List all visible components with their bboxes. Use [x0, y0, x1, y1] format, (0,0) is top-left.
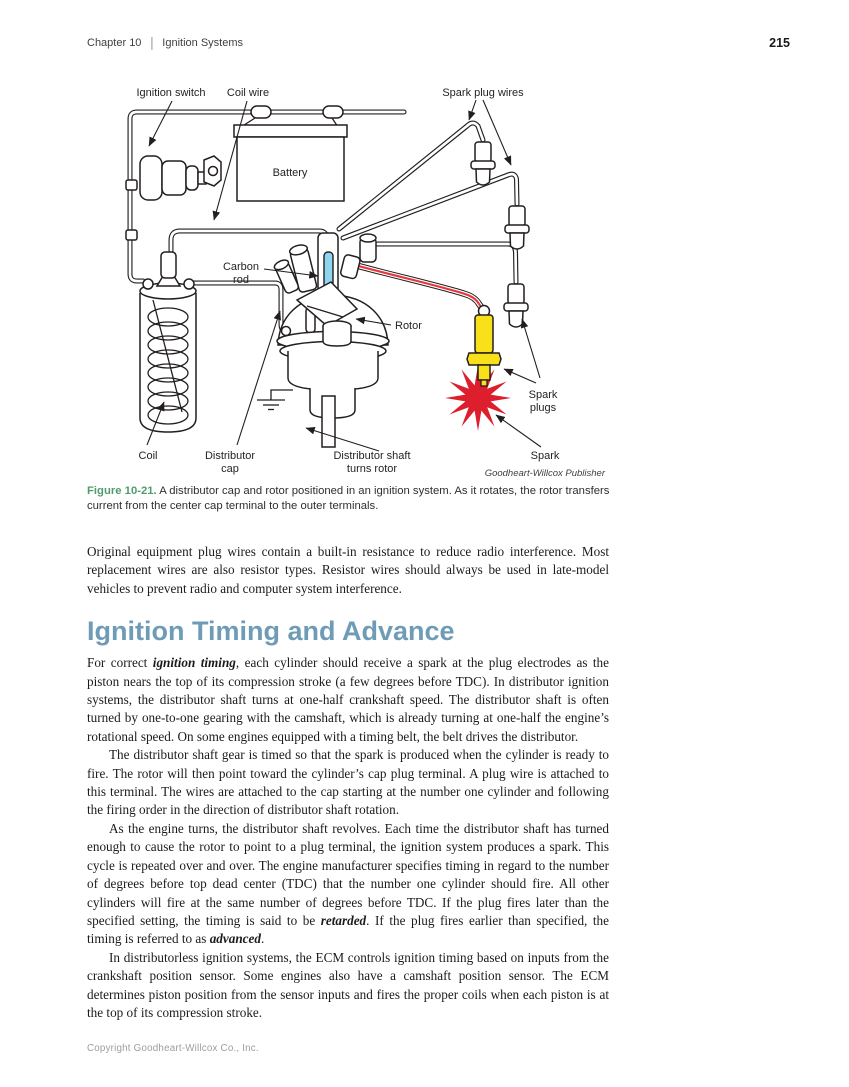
main-text: Original equipment plug wires contain a …: [87, 543, 609, 1022]
intro-paragraph: Original equipment plug wires contain a …: [87, 544, 609, 596]
label-battery: Battery: [273, 167, 308, 179]
plug-hex: [466, 352, 502, 366]
label-distributor-cap: Distributor: [205, 450, 255, 462]
battery-terminal: [250, 105, 272, 119]
cap-tower-right: [359, 233, 377, 263]
plug-insulator: [474, 314, 494, 354]
body-terminal: [280, 325, 292, 337]
figure-caption-text: A distributor cap and rotor positioned i…: [87, 485, 610, 512]
label-coil: Coil: [139, 450, 158, 462]
page-number: 215: [769, 36, 790, 50]
switch-barrel: [161, 160, 187, 196]
rotor: [295, 281, 359, 327]
coil-tower: [160, 251, 177, 279]
firing-spark-plug: [466, 304, 502, 387]
cap-tower-small: [273, 259, 300, 294]
plug-tip: [480, 379, 488, 387]
label-spark: Spark: [531, 450, 560, 462]
switch-flange: [139, 155, 163, 201]
distributor-shaft: [321, 395, 336, 448]
section-paragraphs: For correct ignition timing, each cylind…: [87, 654, 609, 1022]
wiring: [127, 109, 520, 334]
section-heading: Ignition Timing and Advance: [87, 616, 455, 647]
primary-wire: [189, 281, 288, 333]
coil-terminal: [183, 278, 195, 290]
distributor-body: [287, 351, 379, 391]
label-spark-plug-wires: Spark plug wires: [442, 87, 524, 99]
page-header: Chapter 10 | Ignition Systems 215: [87, 35, 790, 51]
battery-body: [236, 136, 345, 202]
figure-caption: Figure 10-21. A distributor cap and roto…: [87, 484, 610, 514]
paragraph: The distributor shaft gear is timed so t…: [87, 747, 609, 818]
ignition-system-figure: Battery: [85, 80, 620, 485]
switch-nose: [185, 165, 199, 191]
header-divider: |: [150, 35, 154, 51]
ignition-system-diagram: Battery: [125, 87, 606, 479]
ignition-switch: [125, 155, 222, 241]
label-spark-plugs: plugs: [530, 402, 557, 414]
battery-feed-wire: [128, 110, 406, 283]
plug-shell: [477, 364, 491, 381]
label-rotor: Rotor: [395, 320, 422, 332]
battery-terminal: [322, 105, 344, 119]
firing-wire-red: [348, 261, 487, 314]
breadcrumb-chapter: Chapter 10: [87, 37, 142, 49]
battery: Battery: [233, 105, 348, 202]
paragraph: As the engine turns, the distributor sha…: [87, 820, 609, 947]
key-hole: [207, 165, 219, 177]
switch-terminal: [125, 179, 138, 191]
switch-terminal: [125, 229, 138, 241]
rotor-detail: [306, 305, 344, 318]
firing-wire-red: [349, 262, 486, 313]
battery-lid: [233, 124, 348, 138]
figure-caption-label: Figure 10-21.: [87, 485, 157, 497]
ground-symbol: [257, 389, 293, 411]
paragraph: In distributorless ignition systems, the…: [87, 949, 609, 1020]
callout-leads: [146, 99, 542, 452]
label-ignition-switch: Ignition switch: [136, 87, 205, 99]
coil-winding: [147, 299, 189, 425]
label-distributor-cap: cap: [221, 463, 239, 475]
cap-tower-red: [340, 254, 361, 280]
figure-credit: Goodheart-Willcox Publisher: [485, 468, 606, 479]
primary-wire: [188, 280, 289, 334]
distributor: [257, 232, 390, 448]
label-carbon-rod: Carbon: [223, 261, 259, 273]
label-spark-plugs: Spark: [529, 389, 558, 401]
spark-burst: [445, 365, 511, 431]
coil-terminal: [142, 278, 154, 290]
coil: [139, 251, 197, 433]
breadcrumb-section: Ignition Systems: [162, 37, 243, 49]
spark-plug-wire-1: [337, 121, 485, 231]
spark-plug-wire-2: [341, 172, 519, 240]
label-distributor-shaft: Distributor shaft: [333, 450, 410, 462]
label-distributor-shaft: turns rotor: [347, 463, 397, 475]
spark-plug-1: [470, 141, 496, 186]
coil-can: [139, 293, 197, 433]
spark-plug-3: [503, 283, 529, 328]
rotor-base: [322, 326, 352, 347]
label-carbon-rod: rod: [233, 274, 249, 286]
label-coil-wire: Coil wire: [227, 87, 269, 99]
paragraph: For correct ignition timing, each cylind…: [87, 655, 609, 744]
copyright-footer: Copyright Goodheart-Willcox Co., Inc.: [87, 1043, 259, 1054]
